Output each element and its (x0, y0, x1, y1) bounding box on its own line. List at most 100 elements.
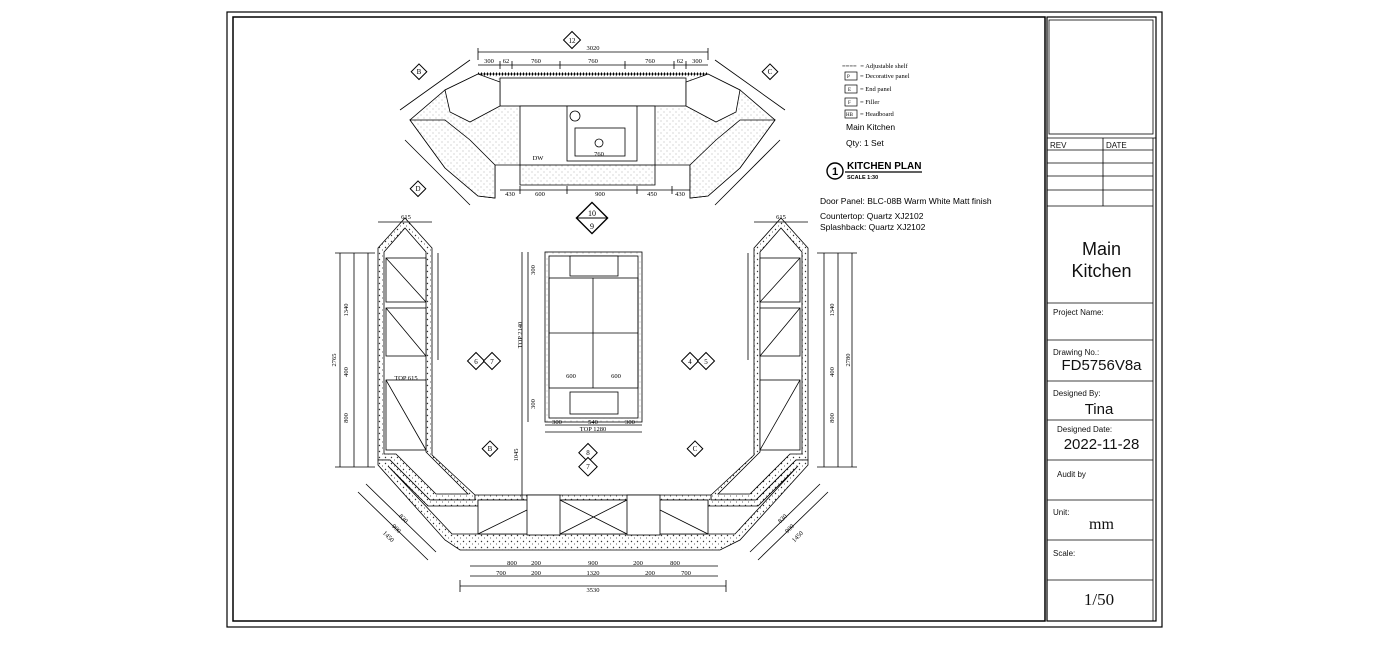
dim-bottom-overall: 3530 (587, 587, 600, 594)
dim-right-400: 400 (829, 367, 836, 377)
elevation-markers (409, 30, 779, 477)
dim-bottom-r2-5: 700 (681, 570, 691, 577)
marker-label-top-right: C (768, 68, 773, 76)
dim-top-seg-7: 300 (692, 58, 702, 65)
dim-sink: 760 (594, 151, 604, 158)
marker-label-left-a: 6 (474, 358, 478, 366)
dim-bottom-r2-4: 200 (645, 570, 655, 577)
legend-qty: Qty: 1 Set (846, 138, 884, 148)
marker-label-bottom-right: C (693, 445, 698, 453)
title-block-grid (1047, 19, 1156, 621)
outer-border (226, 11, 1163, 628)
dim-bottom-r1-5: 800 (670, 560, 680, 567)
marker-label-top-left: B (417, 68, 422, 76)
scale-label: Scale: (1053, 549, 1076, 558)
legend-label-5: = Headboard (860, 111, 895, 118)
audit-label: Audit by (1057, 470, 1086, 479)
legend-symbol-3: E (848, 88, 851, 93)
dim-left-1340: 1340 (343, 304, 350, 317)
dim-island-w2: 600 (611, 373, 621, 380)
legend-label-3: = End panel (860, 86, 892, 93)
dim-bottom-r1-3: 900 (588, 560, 598, 567)
dim-corner-right-2: 900 (784, 523, 796, 535)
legend-symbol-5: HB (846, 113, 854, 118)
legend-name: Main Kitchen (846, 122, 895, 132)
dim-bottom-r2-1: 700 (496, 570, 506, 577)
dim-top-seg-3: 760 (531, 58, 541, 65)
spec-splashback: Splashback: Quartz XJ2102 (820, 222, 926, 232)
dim-island-top-label: TOP 1280 (580, 426, 607, 433)
spec-countertop: Countertop: Quartz XJ2102 (820, 211, 924, 221)
dim-right-width: 615 (776, 214, 786, 221)
dim-island-top-2: 300 (530, 399, 537, 409)
dim-bottom-r1-2: 200 (531, 560, 541, 567)
dim-top-seg-1: 300 (484, 58, 494, 65)
designed-date: 2022-11-28 (1063, 436, 1140, 453)
marker-label-right-a: 4 (688, 358, 692, 366)
dim-top-seg-5: 760 (645, 58, 655, 65)
dim-corner-left-1: 830 (397, 513, 409, 525)
dim-top-bottom-4: 450 (647, 191, 657, 198)
dim-left-800: 800 (343, 413, 350, 423)
unit-value: mm (1089, 516, 1114, 533)
date-label: DATE (1106, 141, 1127, 150)
spec-door-panel: Door Panel: BLC-08B Warm White Matt fini… (820, 196, 992, 206)
dim-bottom-r2-3: 1320 (587, 570, 600, 577)
dim-corner-left-3: 1450 (381, 530, 395, 544)
dim-island-top-1: 300 (530, 265, 537, 275)
title-block-border (1046, 16, 1157, 622)
dim-top-seg-4: 760 (588, 58, 598, 65)
marker-label-bottom-left: B (488, 445, 493, 453)
dim-corner-left-2: 900 (390, 523, 402, 535)
label-dw: DW (533, 155, 545, 162)
legend-symbols (844, 71, 858, 119)
dim-corner-right-1: 830 (777, 513, 789, 525)
dim-island-b3: 300 (625, 419, 635, 426)
designed-by-label: Designed By: (1053, 389, 1101, 398)
dim-right-800: 800 (829, 413, 836, 423)
marker-label-bottom-center-b: 7 (586, 463, 590, 471)
marker-label-middle-top: 10 (588, 209, 596, 218)
marker-12 (562, 30, 582, 50)
dim-top-bottom-5: 430 (675, 191, 685, 198)
legend-symbol-4: F (848, 101, 851, 106)
drawing-no: FD5756V8a (1061, 357, 1142, 374)
legend-label-2: = Decorative panel (860, 73, 910, 80)
legend-item-1: ==== = Adjustable shelf (842, 63, 908, 70)
dim-top-seg-6: 62 (677, 58, 684, 65)
lower-kitchen-plan (335, 217, 857, 592)
project-name-label: Project Name: (1053, 308, 1104, 317)
plan-number: 1 (832, 166, 838, 178)
dim-left-400: 400 (343, 367, 350, 377)
dim-top-bottom-1: 430 (505, 191, 515, 198)
dim-corner-right-3: 1450 (791, 530, 805, 544)
dim-top-overall: 3020 (587, 45, 600, 52)
legend-label-1: = Adjustable shelf (860, 63, 908, 70)
dim-bottom-r1-1: 800 (507, 560, 517, 567)
plan-title: KITCHEN PLAN (847, 161, 921, 172)
marker-label-top-center: 12 (569, 37, 577, 45)
drawing-title: Main Kitchen (1071, 239, 1132, 281)
plan-title-circle (826, 162, 844, 180)
dim-island-w1: 600 (566, 373, 576, 380)
dim-left-width: 615 (401, 214, 411, 221)
unit-label: Unit: (1053, 508, 1070, 517)
dim-top-bottom-2: 600 (535, 191, 545, 198)
dim-bottom-r2-2: 200 (531, 570, 541, 577)
drawing-border (232, 16, 1046, 622)
designed-by: Tina (1084, 401, 1114, 418)
legend-symbol-1: ==== (842, 63, 857, 70)
dim-bottom-r1-4: 200 (633, 560, 643, 567)
dim-island-side: TOP 2140 (517, 322, 524, 349)
marker-label-bottom-left-small: D (415, 185, 420, 193)
dim-left-overall: 2765 (331, 354, 338, 367)
drawing-no-label: Drawing No.: (1053, 348, 1100, 357)
dim-right-1340: 1340 (829, 304, 836, 317)
dim-island-gap: 1045 (513, 449, 520, 462)
upper-kitchen-plan (399, 48, 786, 206)
dim-island-b2: 540 (588, 419, 598, 426)
scale-value: 1/50 (1083, 590, 1115, 609)
marker-label-middle-bottom: 9 (590, 222, 594, 231)
rev-label: REV (1050, 141, 1067, 150)
